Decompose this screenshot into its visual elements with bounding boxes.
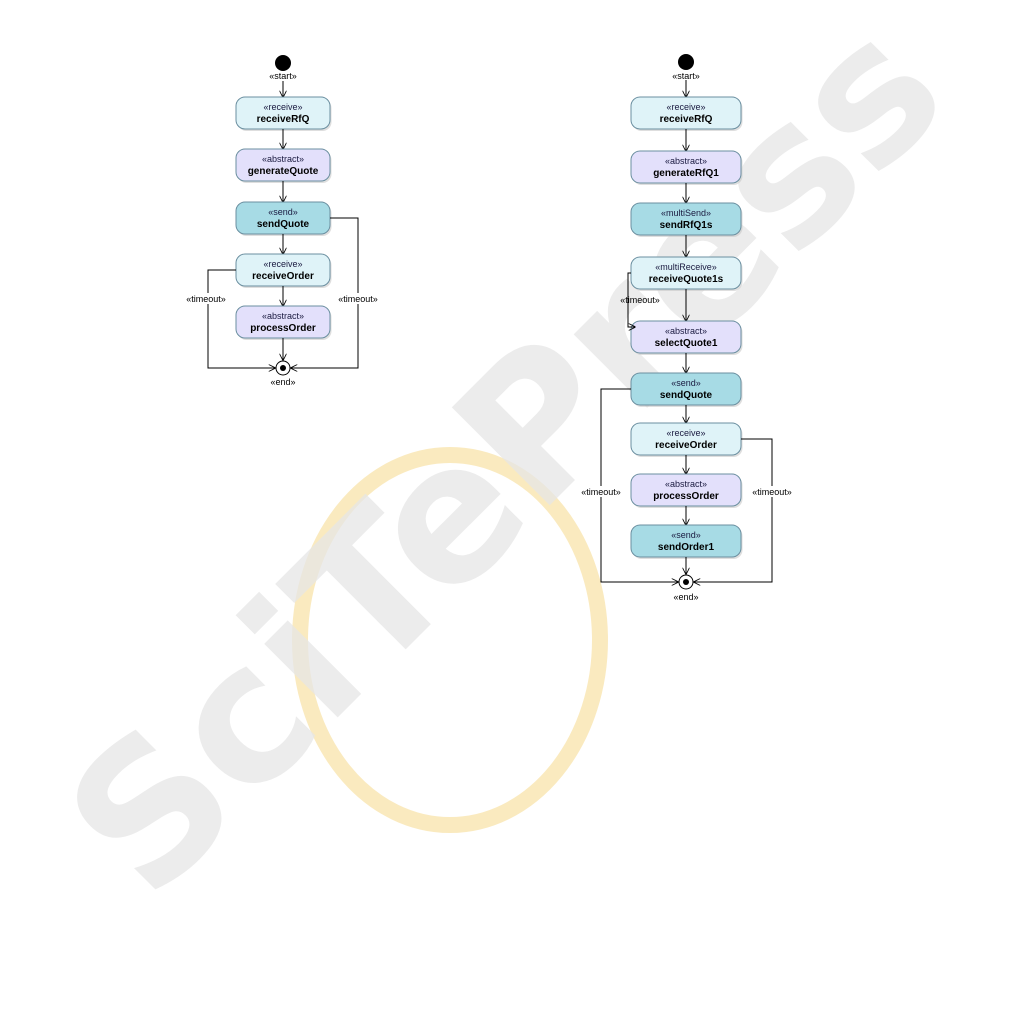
timeout-label-bg	[750, 486, 794, 497]
node-name: processOrder	[250, 323, 316, 334]
node-stereotype: «abstract»	[665, 479, 707, 489]
timeout-label: «timeout»	[620, 295, 660, 305]
node-name: receiveOrder	[655, 440, 717, 451]
timeout-label: «timeout»	[186, 294, 226, 304]
start-node	[678, 54, 694, 70]
node-name: selectQuote1	[655, 338, 718, 349]
node-stereotype: «receive»	[263, 259, 302, 269]
node-stereotype: «receive»	[666, 102, 705, 112]
node-stereotype: «send»	[268, 207, 298, 217]
node-stereotype: «receive»	[666, 428, 705, 438]
start-label: «start»	[269, 71, 297, 81]
end-label: «end»	[270, 377, 295, 387]
timeout-edge	[207, 269, 275, 368]
node-stereotype: «multiSend»	[661, 208, 711, 218]
activity-node-receiveOrder[interactable]: «receive» receiveOrder	[235, 253, 332, 288]
start-label: «start»	[672, 71, 700, 81]
activity-node-sendOrder1[interactable]: «send» sendOrder1	[630, 524, 743, 559]
activity-node-processOrder[interactable]: «abstract» processOrder	[235, 305, 332, 340]
timeout-edge	[627, 272, 635, 327]
timeout-edge	[694, 438, 773, 582]
timeout-label-bg	[579, 486, 623, 497]
activity-node-sendQuote[interactable]: «send» sendQuote	[630, 372, 743, 407]
node-name: receiveRfQ	[660, 114, 713, 125]
watermark-text: SciTePress	[26, 0, 985, 937]
left-activity-diagram: «start» «receive» receiveRfQ «abstract» gene…	[184, 55, 380, 387]
node-name: receiveRfQ	[257, 114, 310, 125]
node-name: sendQuote	[257, 219, 310, 230]
node-stereotype: «multiReceive»	[655, 262, 717, 272]
node-name: generateQuote	[248, 166, 319, 177]
node-name: sendRfQ1s	[660, 220, 713, 231]
end-label: «end»	[673, 592, 698, 602]
node-stereotype: «receive»	[263, 102, 302, 112]
activity-node-receiveRfQ[interactable]: «receive» receiveRfQ	[630, 96, 743, 131]
node-name: receiveQuote1s	[649, 274, 724, 285]
timeout-label-bg	[184, 293, 228, 304]
timeout-label: «timeout»	[338, 294, 378, 304]
start-node	[275, 55, 291, 71]
node-name: generateRfQ1	[653, 168, 719, 179]
activity-node-receiveRfQ[interactable]: «receive» receiveRfQ	[235, 96, 332, 131]
activity-node-sendRfQ1s[interactable]: «multiSend» sendRfQ1s	[630, 202, 743, 237]
scitepress-watermark: SciTePress	[26, 0, 985, 937]
timeout-edge	[600, 388, 678, 582]
end-node-dot	[280, 365, 286, 371]
end-node-dot	[683, 579, 689, 585]
activity-node-receiveQuote1s[interactable]: «multiReceive» receiveQuote1s	[630, 256, 743, 291]
node-name: receiveOrder	[252, 271, 314, 282]
timeout-label-bg	[336, 293, 380, 304]
watermark-ring	[292, 447, 608, 833]
timeout-label: «timeout»	[752, 487, 792, 497]
node-stereotype: «send»	[671, 530, 701, 540]
timeout-label: «timeout»	[581, 487, 621, 497]
node-stereotype: «abstract»	[262, 154, 304, 164]
activity-node-selectQuote1[interactable]: «abstract» selectQuote1	[630, 320, 743, 355]
right-activity-diagram: «start» «receive» receiveRfQ «abstract» gene…	[579, 54, 794, 602]
node-name: sendQuote	[660, 390, 713, 401]
node-stereotype: «send»	[671, 378, 701, 388]
activity-node-receiveOrder[interactable]: «receive» receiveOrder	[630, 422, 743, 457]
activity-node-sendQuote[interactable]: «send» sendQuote	[235, 201, 332, 236]
activity-node-processOrder[interactable]: «abstract» processOrder	[630, 473, 743, 508]
node-stereotype: «abstract»	[665, 326, 707, 336]
node-name: processOrder	[653, 491, 719, 502]
activity-node-generateQuote[interactable]: «abstract» generateQuote	[235, 148, 332, 183]
node-name: sendOrder1	[658, 542, 715, 553]
node-stereotype: «abstract»	[665, 156, 707, 166]
node-stereotype: «abstract»	[262, 311, 304, 321]
activity-node-generateRfQ1[interactable]: «abstract» generateRfQ1	[630, 150, 743, 185]
